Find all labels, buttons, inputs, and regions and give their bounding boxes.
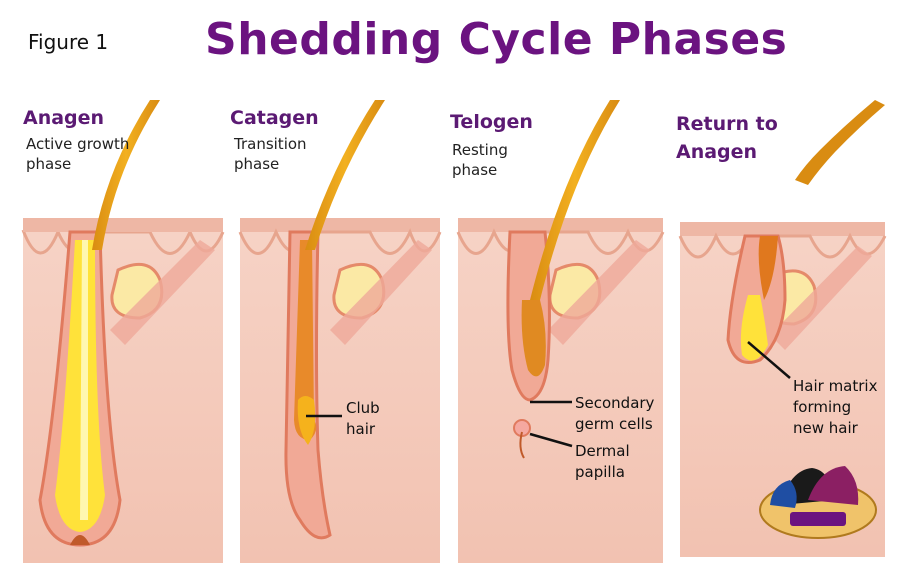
phase-title-return-line2: Anagen <box>676 141 758 163</box>
arrector-pili-muscle <box>110 240 215 345</box>
hair-core <box>80 240 88 520</box>
shed-hair <box>795 100 885 185</box>
phase-subtitle-anagen-2: phase <box>26 155 72 173</box>
phase-title-return-line1: Return to <box>676 113 778 135</box>
phase-subtitle-telogen-2: phase <box>452 161 498 179</box>
phase-subtitle-catagen-1: Transition <box>234 135 307 153</box>
best-shot-logo <box>759 466 877 539</box>
hair-shaft <box>530 100 620 300</box>
panel-anagen <box>21 100 225 563</box>
phase-title-telogen: Telogen <box>450 111 533 133</box>
phase-subtitle-telogen-1: Resting <box>452 141 508 159</box>
club-hair-tip <box>297 396 316 445</box>
epidermis <box>240 218 440 232</box>
arrector-pili-muscle <box>548 240 650 345</box>
phase-subtitle-anagen-1: Active growth <box>26 135 130 153</box>
label-club-hair: Club hair <box>346 399 380 438</box>
papilla-vessel <box>519 431 525 459</box>
epidermis <box>23 218 223 232</box>
panel-telogen <box>456 100 665 563</box>
hair-shaft <box>92 100 160 250</box>
old-hair-root <box>758 236 778 300</box>
dermal-papilla <box>70 535 90 545</box>
diagram-title: Shedding Cycle Phases <box>205 14 788 65</box>
phase-title-catagen: Catagen <box>230 107 319 129</box>
arrector-pili-muscle <box>330 240 432 345</box>
label-secondary-germ-cells: Secondary germ cells <box>575 394 655 433</box>
club-hair <box>521 300 546 377</box>
arrector-pili-muscle <box>770 246 872 350</box>
figure-label: Figure 1 <box>28 30 109 54</box>
hair-shaft <box>305 100 385 250</box>
panel-catagen <box>238 100 442 563</box>
phase-title-anagen: Anagen <box>23 107 105 129</box>
hair-bulb <box>55 240 105 532</box>
label-hair-matrix: Hair matrix forming new hair <box>793 377 878 437</box>
new-hair-matrix <box>740 295 768 361</box>
label-dermal-papilla: Dermal papilla <box>575 442 630 481</box>
club-hair <box>294 240 317 440</box>
phase-subtitle-catagen-2: phase <box>234 155 280 173</box>
dermal-papilla-pointer <box>529 432 573 448</box>
hair-matrix-pointer <box>747 341 791 379</box>
epidermis <box>680 222 885 236</box>
